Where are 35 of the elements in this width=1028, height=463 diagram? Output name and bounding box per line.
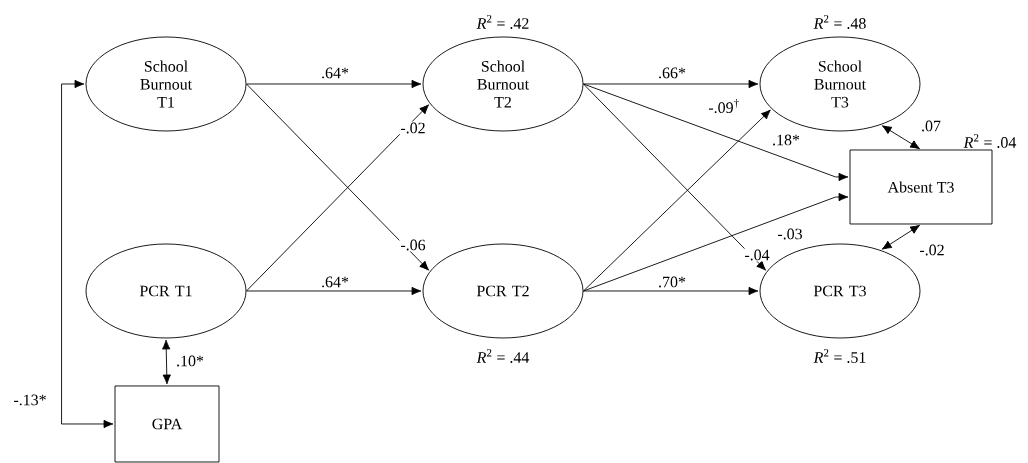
path-coefficient: -.04: [743, 248, 771, 262]
observed-variable-box: Absent T3: [849, 149, 993, 225]
r-squared-label: R$^{2}$ = .51: [813, 349, 866, 363]
path-coefficient: .64*: [320, 66, 350, 80]
path-arrow: [583, 83, 849, 182]
path-arrow: [583, 286, 759, 296]
path-coefficient: -.13*: [12, 393, 48, 407]
covariance-arrow: [61, 79, 114, 429]
path-coefficient: -.02: [918, 243, 946, 257]
covariance-arrow: [881, 125, 920, 150]
path-coefficient: -.06: [399, 238, 427, 252]
path-arrow: [246, 286, 422, 296]
path-coefficient: .18*: [771, 133, 801, 147]
r-squared-label: R$^{2}$ = .04: [963, 134, 1017, 148]
path-coefficient: .10*: [175, 354, 205, 368]
covariance-arrow: [162, 339, 171, 385]
covariance-arrow: [881, 224, 921, 250]
path-arrow: [246, 79, 422, 89]
path-coefficient: -.09$^{†}$: [707, 97, 741, 115]
r-squared-label: R$^{2}$ = .42: [476, 15, 529, 29]
path-coefficient: .64*: [320, 275, 350, 289]
path-arrow: [583, 79, 759, 89]
path-coefficient: .07: [920, 119, 942, 133]
observed-variable-box: GPA: [114, 385, 220, 463]
path-coefficient: -.02: [399, 121, 427, 135]
path-coefficient: .70*: [657, 275, 687, 289]
path-arrow: [583, 109, 771, 292]
r-squared-label: R$^{2}$ = .48: [813, 15, 866, 29]
path-arrow: [246, 83, 430, 271]
path-coefficient: -.03: [776, 227, 804, 241]
r-squared-label: R$^{2}$ = .44: [476, 349, 530, 363]
path-arrow: [583, 192, 849, 292]
path-coefficient: .66*: [657, 66, 687, 80]
path-arrow: [246, 104, 430, 292]
path-arrow: [583, 83, 767, 271]
